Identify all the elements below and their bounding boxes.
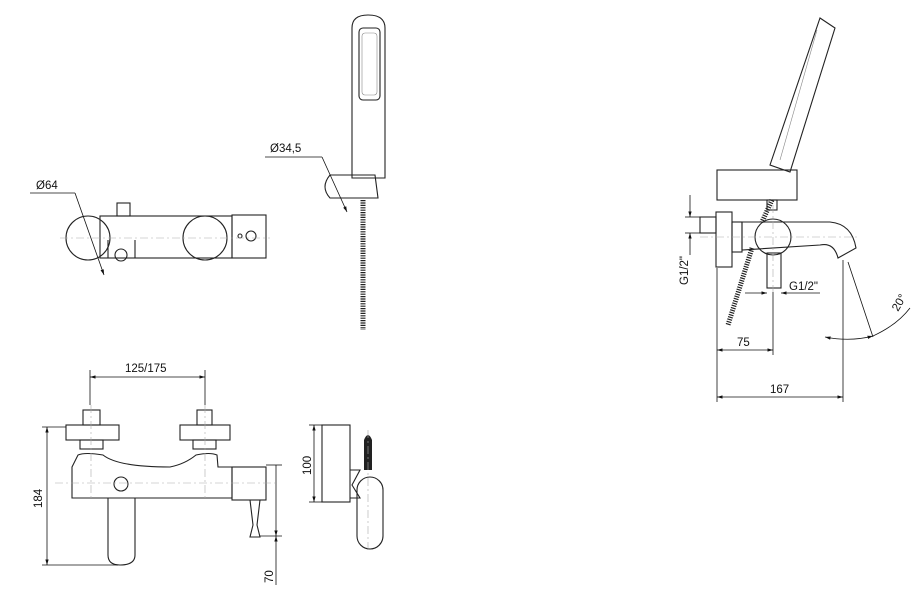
holder-side-view: 100 xyxy=(302,424,384,550)
dim-centres: 125/175 xyxy=(125,363,167,375)
dim-outlet-depth: 75 xyxy=(737,337,750,349)
dim-total-height: 184 xyxy=(33,488,45,508)
mixer-top-view: Ø64 xyxy=(30,180,270,276)
dim-shower-diameter: Ø34,5 xyxy=(270,143,301,155)
dim-body-diameter: Ø64 xyxy=(36,180,58,192)
dim-spout-angle: 20° xyxy=(890,292,909,313)
mixer-side-view: G1/2" G1/2" 75 167 20° xyxy=(679,17,911,402)
dim-holder-height: 100 xyxy=(302,456,314,475)
hand-shower-front-view: Ø34,5 xyxy=(265,14,386,330)
dim-outlet-thread: G1/2" xyxy=(789,281,818,293)
dim-inlet-thread: G1/2" xyxy=(679,256,691,285)
mixer-front-view: 125/175 184 70 xyxy=(33,363,282,585)
dim-total-depth: 167 xyxy=(770,384,789,396)
dim-lever-height: 70 xyxy=(264,570,276,583)
